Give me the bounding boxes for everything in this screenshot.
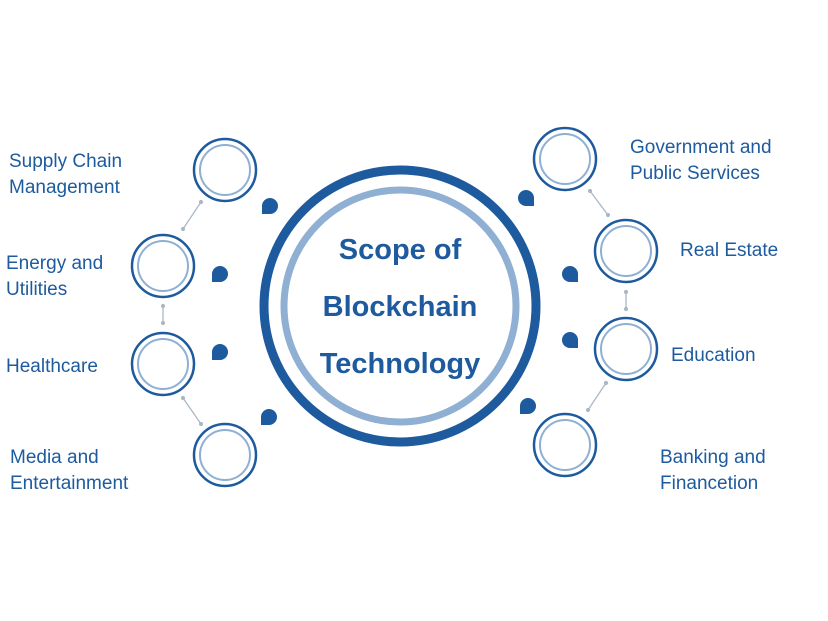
center-title-line: Scope of [338,234,462,266]
label-line: Energy and [6,253,104,274]
label-healthcare: Healthcare [6,354,98,380]
connectors [160,188,629,427]
blank-circle-icon [130,233,196,299]
connector-right-1 [587,188,611,218]
label-line: Government and [630,137,772,158]
center-title-line: Technology [319,348,481,380]
label-line: Supply Chain [9,151,123,172]
connector-right-3 [585,380,609,413]
teardrop-icon [562,332,578,348]
blank-circle-icon [192,422,258,488]
teardrop-icon [212,266,228,282]
teardrop-icon [212,344,228,360]
center-inner-ring [280,186,520,426]
blank-circle-icon [593,316,659,382]
teardrop-icon [262,198,278,214]
blank-circle-icon [532,412,598,478]
label-real-estate: Real Estate [680,238,778,264]
label-line: Utilities [6,279,68,300]
center-title-line: Blockchain [322,291,478,323]
label-line: Media and [10,447,99,468]
label-line: Banking and [660,447,766,468]
label-line: Entertainment [10,473,129,494]
connector-left-1 [180,199,204,232]
center-hub [259,165,541,447]
label-media: Media and Entertainment [10,445,128,497]
connector-left-3 [180,395,204,427]
label-line: Public Services [630,163,760,184]
label-energy: Energy and Utilities [6,251,103,303]
label-line: Education [671,345,756,366]
teardrop-icon [518,190,534,206]
label-supply-chain: Supply Chain Management [9,149,122,201]
label-line: Healthcare [6,356,98,377]
teardrop-icon [261,409,277,425]
label-line: Real Estate [680,240,779,261]
label-government: Government and Public Services [630,135,772,187]
pointers [212,190,578,425]
label-education: Education [671,343,756,369]
label-line: Management [9,177,120,198]
blank-circle-icon [192,137,258,203]
blank-circle-icon [593,218,659,284]
blank-circle-icon [532,126,598,192]
center-title: Scope of Blockchain Technology [300,222,500,393]
teardrop-icon [562,266,578,282]
blank-circle-icon [130,331,196,397]
label-banking: Banking and Financetion [660,445,766,497]
nodes [130,126,659,488]
teardrop-icon [520,398,536,414]
label-line: Financetion [660,473,759,494]
